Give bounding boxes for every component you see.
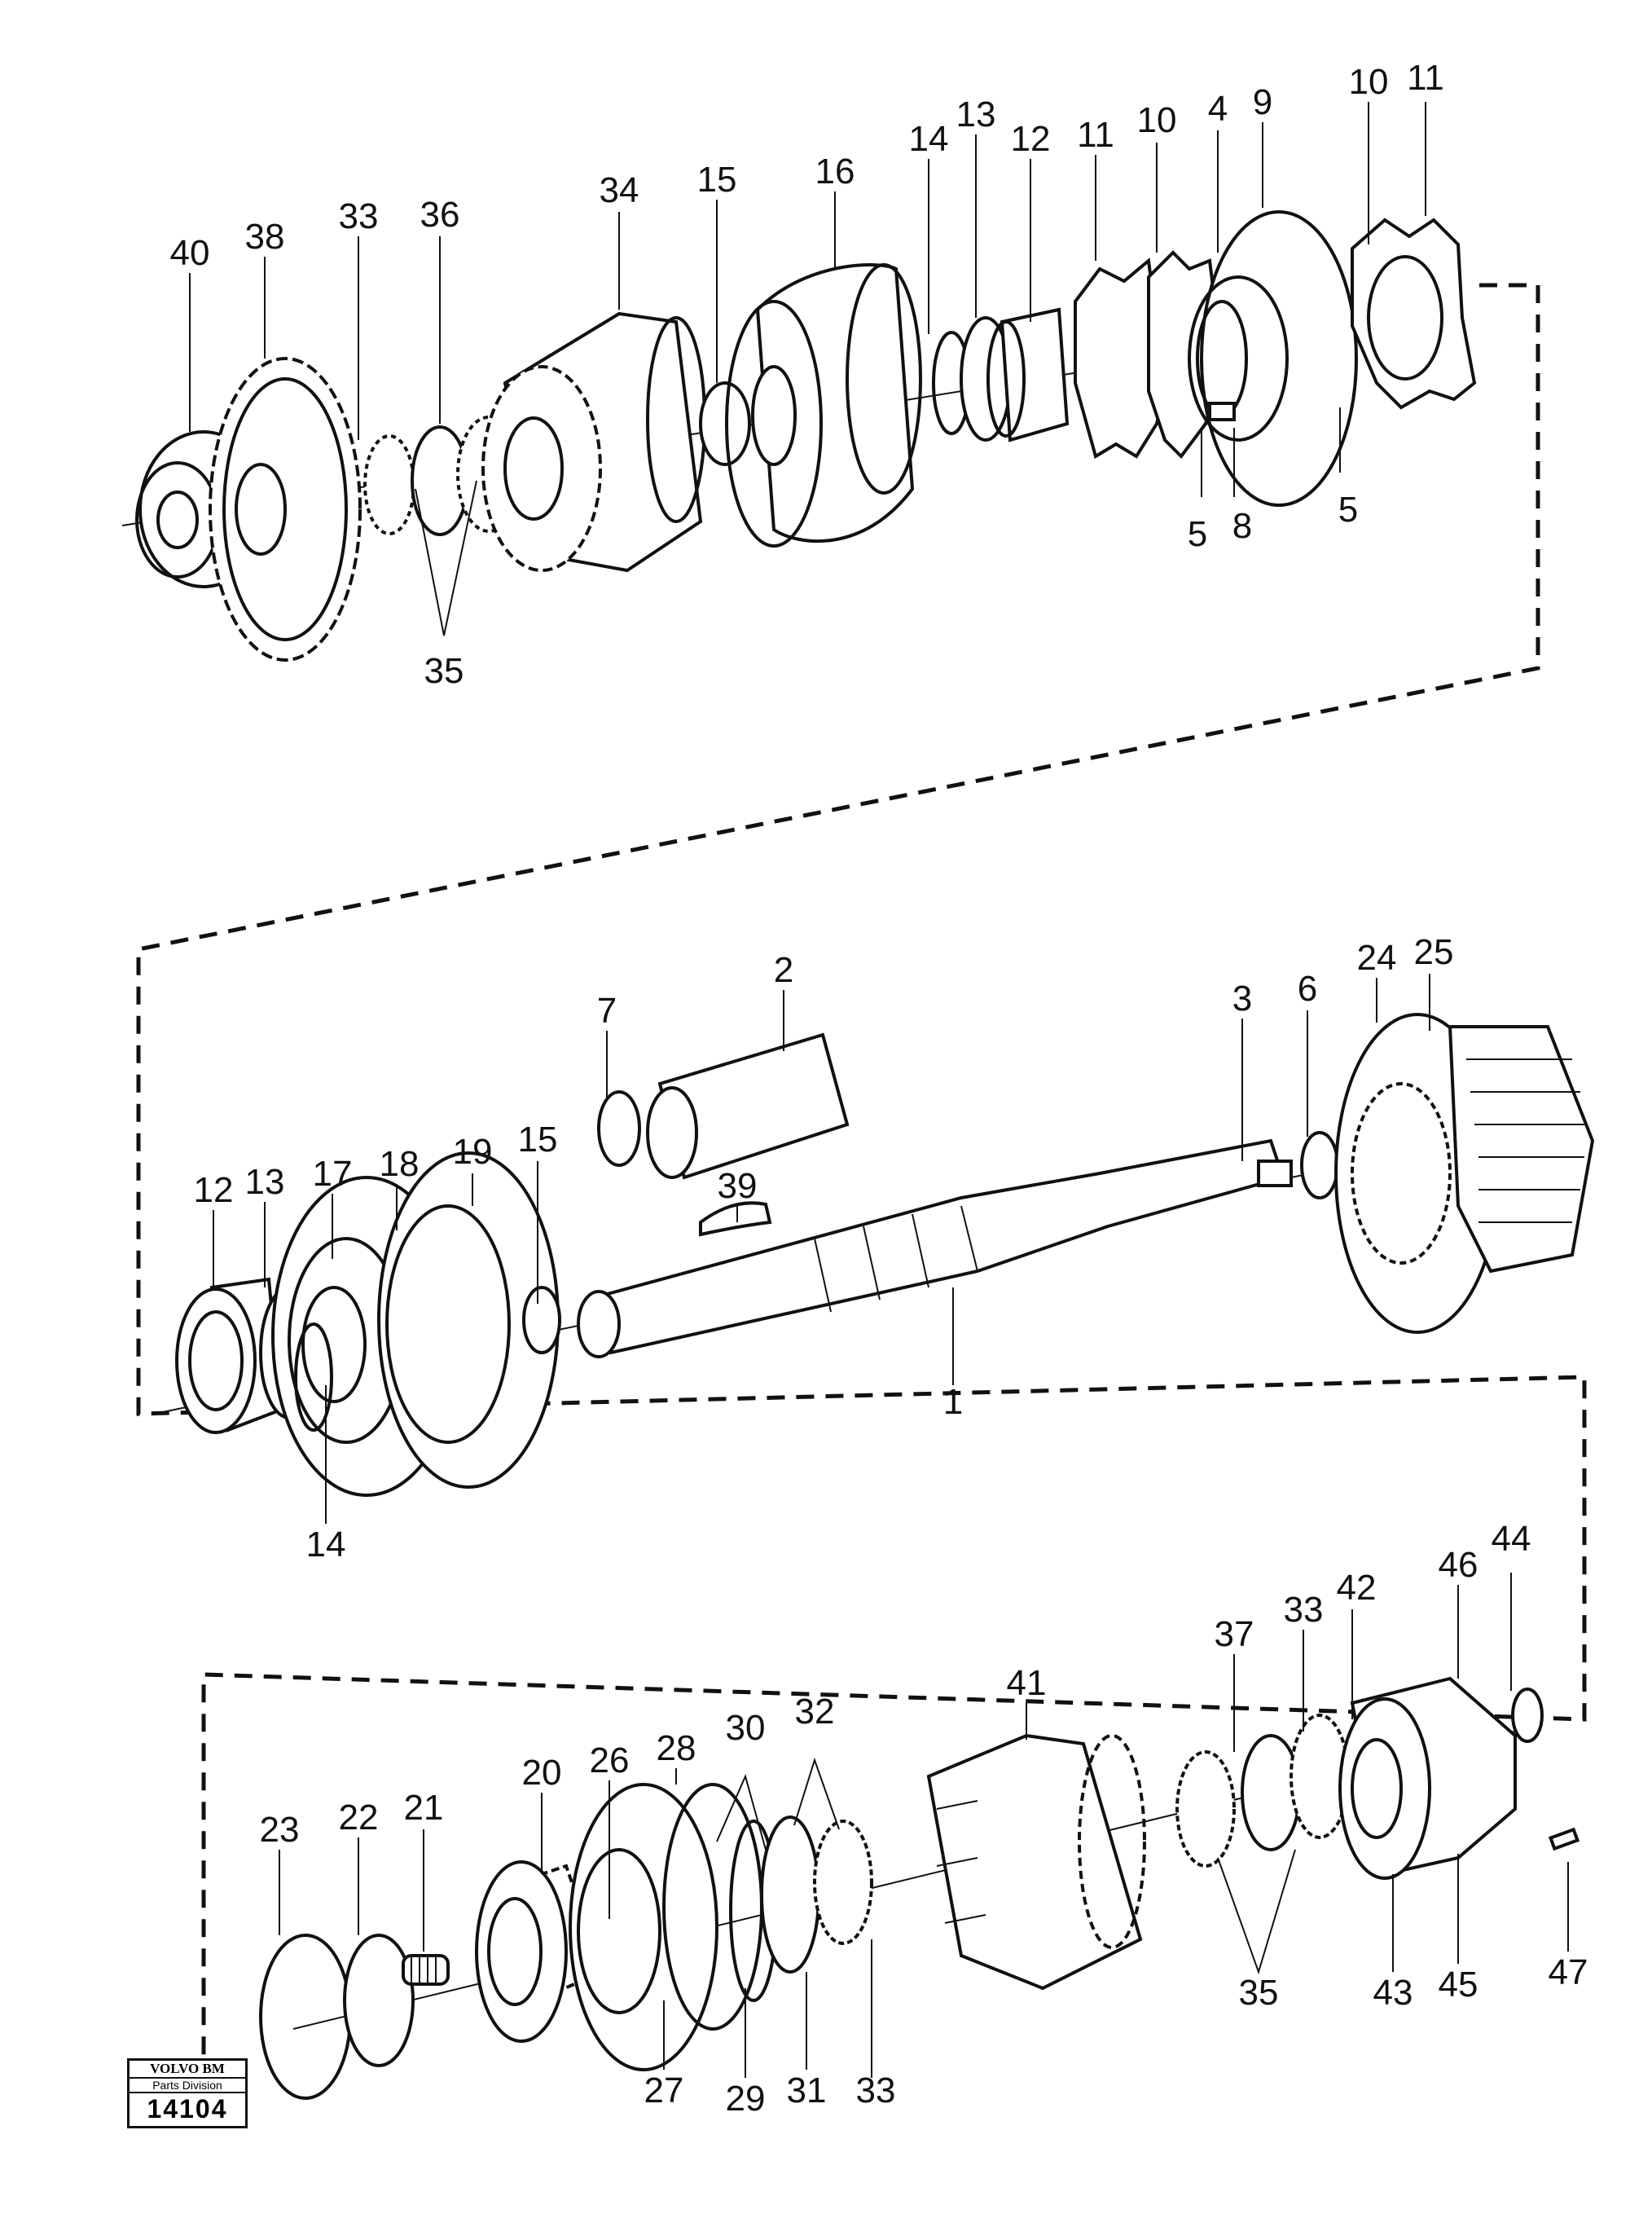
callout-2: 2 — [774, 950, 793, 990]
callout-6: 6 — [1298, 969, 1317, 1009]
housing-16 — [725, 263, 922, 548]
callout-35-top: 35 — [424, 651, 464, 691]
disc-27 — [569, 1783, 718, 2071]
housing-43-45-46 — [1338, 1676, 1517, 1880]
callout-25: 25 — [1414, 932, 1454, 972]
callout-20: 20 — [522, 1753, 562, 1793]
callout-15: 15 — [697, 160, 737, 200]
middle-assembly — [154, 1013, 1595, 1497]
callout-24: 24 — [1357, 938, 1397, 978]
piston-4-9 — [1188, 210, 1358, 507]
callout-44: 44 — [1492, 1519, 1531, 1559]
assembly-dashed-leaders — [136, 283, 1587, 2057]
callout-29: 29 — [726, 2079, 766, 2119]
ring-15-mid — [522, 1286, 561, 1354]
callout-43: 43 — [1373, 1973, 1413, 2013]
drawing-number: 14104 — [147, 2094, 228, 2123]
clutch-pack-24-25 — [1334, 1013, 1595, 1334]
callout-4: 4 — [1208, 89, 1228, 129]
drum-41 — [926, 1733, 1146, 1991]
callout-18: 18 — [380, 1144, 420, 1184]
callout-31: 31 — [787, 2071, 827, 2110]
washer-6 — [1300, 1131, 1339, 1199]
callout-35-bottom: 35 — [1239, 1973, 1279, 2013]
callout-32: 32 — [795, 1692, 835, 1732]
callout-38: 38 — [245, 217, 285, 257]
callout-33-bottom: 33 — [856, 2071, 896, 2110]
leader-lines — [189, 102, 1569, 2078]
callout-33-right: 33 — [1284, 1590, 1324, 1630]
callout-22: 22 — [339, 1798, 379, 1837]
key-39 — [699, 1201, 772, 1237]
volvo-bm-logo: VOLVO BM Parts Division 14104 — [127, 2058, 248, 2128]
bearing-37 — [1175, 1750, 1236, 1868]
callout-37: 37 — [1215, 1614, 1254, 1654]
nut-44 — [1511, 1688, 1544, 1743]
callout-39: 39 — [718, 1166, 758, 1206]
top-assembly — [121, 210, 1477, 662]
callout-13-mid: 13 — [245, 1162, 285, 1202]
callout-28: 28 — [657, 1728, 696, 1768]
callout-5a: 5 — [1188, 514, 1207, 554]
callout-labels: 40 38 33 36 34 15 16 14 13 12 11 10 4 9 … — [170, 58, 1588, 2119]
callout-47: 47 — [1549, 1952, 1588, 1992]
pin-47 — [1548, 1827, 1580, 1851]
callout-11b: 11 — [1407, 58, 1444, 98]
plate-10-11-right — [1351, 218, 1477, 410]
callout-9: 9 — [1253, 82, 1272, 122]
callout-45: 45 — [1439, 1965, 1478, 2005]
callout-23: 23 — [260, 1810, 300, 1850]
sleeve-12-top — [986, 307, 1070, 442]
callout-34: 34 — [600, 170, 639, 210]
snap-ring-14-mid — [294, 1322, 333, 1432]
callout-11: 11 — [1077, 115, 1114, 155]
pin-3 — [1257, 1160, 1293, 1187]
callout-14: 14 — [909, 119, 949, 159]
logo-brand: VOLVO BM — [130, 2061, 245, 2079]
callout-21: 21 — [404, 1788, 444, 1828]
logo-division: Parts Division — [130, 2079, 245, 2093]
callout-33: 33 — [339, 196, 379, 236]
callout-5b: 5 — [1338, 490, 1358, 530]
spring-21 — [402, 1954, 450, 1986]
callout-14-mid: 14 — [306, 1525, 346, 1564]
callout-26: 26 — [590, 1741, 630, 1780]
ring-23 — [259, 1934, 352, 2100]
callout-27: 27 — [644, 2071, 684, 2110]
callout-1: 1 — [943, 1382, 963, 1422]
bottom-assembly — [259, 1676, 1580, 2100]
callout-10: 10 — [1137, 100, 1177, 140]
ring-31 — [760, 1815, 820, 1974]
gear-38 — [209, 357, 362, 662]
callout-36: 36 — [420, 195, 460, 235]
callout-41: 41 — [1007, 1663, 1047, 1703]
callout-40: 40 — [170, 233, 210, 273]
shaft-2 — [646, 1032, 850, 1180]
callout-46: 46 — [1439, 1545, 1478, 1585]
callout-42: 42 — [1337, 1568, 1377, 1608]
callout-15-mid: 15 — [518, 1120, 558, 1160]
callout-8: 8 — [1232, 506, 1252, 546]
callout-16: 16 — [815, 152, 855, 191]
clip-7 — [597, 1090, 641, 1167]
callout-17: 17 — [313, 1154, 353, 1194]
callout-7: 7 — [597, 991, 617, 1031]
callout-19: 19 — [453, 1132, 493, 1172]
callout-12: 12 — [1011, 119, 1051, 159]
callout-3: 3 — [1232, 979, 1252, 1019]
ring-22 — [343, 1934, 415, 2067]
callout-12-mid: 12 — [194, 1170, 234, 1210]
callout-30: 30 — [726, 1708, 766, 1748]
callout-13: 13 — [956, 95, 996, 134]
bearing-33-left — [813, 1820, 873, 1945]
callout-10b: 10 — [1349, 62, 1389, 102]
drum-34 — [481, 311, 706, 573]
